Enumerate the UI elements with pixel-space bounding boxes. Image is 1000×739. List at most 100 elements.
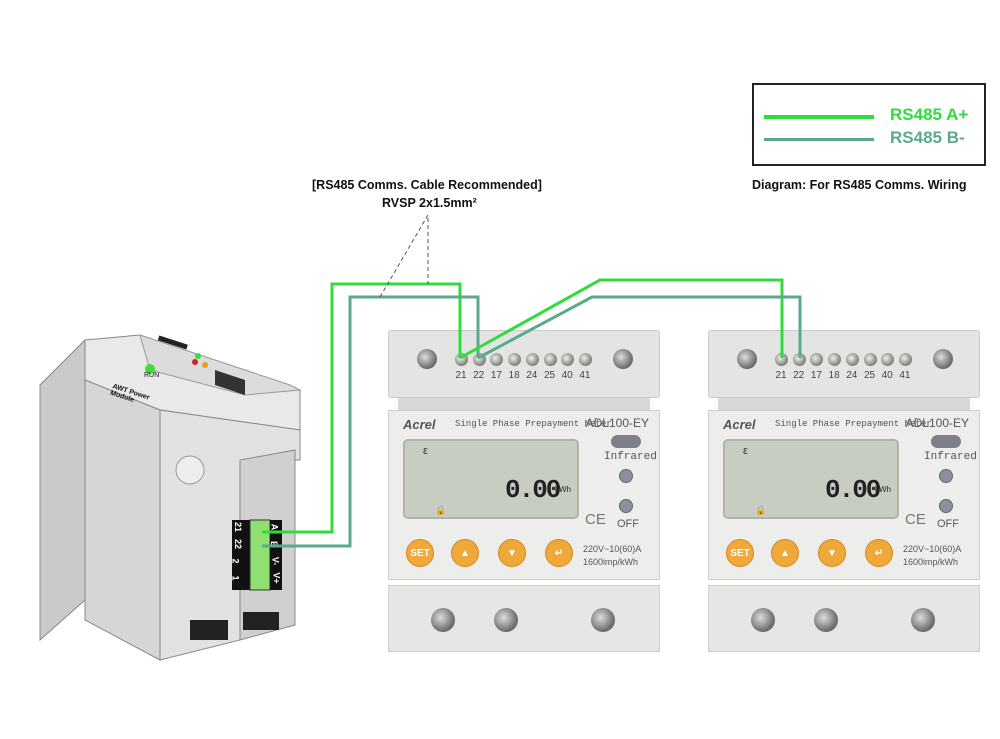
terminal-screw <box>775 353 788 366</box>
brand-logo: Acrel <box>723 417 756 432</box>
infrared-label: Infrared <box>604 451 657 463</box>
lcd-symbol: ε <box>423 445 428 457</box>
terminal-label: 25 <box>543 370 556 381</box>
lcd-unit: kWh <box>555 485 571 494</box>
module-terminal-label: A <box>269 523 280 531</box>
module-side <box>39 338 86 642</box>
pulse-led-icon <box>619 469 633 483</box>
lcd-display: ε 0.00 kWh 🔒 <box>403 439 579 519</box>
run-led <box>145 364 155 374</box>
terminal-screw <box>898 353 912 366</box>
legend-caption: Diagram: For RS485 Comms. Wiring <box>752 178 967 192</box>
module-terminal-label: E <box>269 540 280 548</box>
meter-rating: 220V~10(60)A 1600imp/kWh <box>903 543 961 569</box>
ce-mark: CE <box>585 511 606 528</box>
meter-model: ADL100-EY <box>905 416 969 430</box>
terminal-screw <box>845 353 859 366</box>
terminal-screw <box>863 353 877 366</box>
terminal-label: 18 <box>508 370 520 381</box>
down-button[interactable]: ▼ <box>498 539 526 567</box>
terminal-screw <box>525 353 539 366</box>
meter-front-panel: Acrel Single Phase Prepayment Meter ADL1… <box>388 410 660 580</box>
terminal-label: 22 <box>473 370 485 381</box>
terminal-screw <box>792 353 806 366</box>
meter-model: ADL100-EY <box>585 416 649 430</box>
enter-button[interactable]: ↵ <box>545 539 573 567</box>
screw-icon <box>751 608 775 632</box>
terminal-block: 21 22 17 18 24 25 40 41 <box>388 330 660 398</box>
lcd-value: 0.00 <box>825 475 881 505</box>
rating-text: 220V~10(60)A <box>583 544 642 554</box>
legend-b-label: RS485 B- <box>890 128 965 147</box>
legend-b-line <box>764 138 874 141</box>
down-button[interactable]: ▼ <box>818 539 846 567</box>
screw-icon <box>591 608 615 632</box>
terminal-screw <box>881 353 895 366</box>
screw-icon <box>933 349 953 369</box>
terminal-screw <box>828 353 842 366</box>
screw-icon <box>613 349 633 369</box>
meter-front-panel: Acrel Single Phase Prepayment Meter ADL1… <box>708 410 980 580</box>
terminal-label: 40 <box>561 370 573 381</box>
meter-description: Single Phase Prepayment Meter <box>455 419 612 429</box>
terminal-screw <box>508 353 522 366</box>
bottom-terminal-block <box>388 585 660 652</box>
terminal-screw <box>561 353 575 366</box>
terminal-screw <box>455 353 468 366</box>
lock-icon: 🔒 <box>435 505 447 515</box>
off-label: OFF <box>617 518 639 530</box>
terminal-screw <box>490 353 504 366</box>
terminal-label: 24 <box>846 370 858 381</box>
terminal-label: 17 <box>810 370 822 381</box>
module-terminal-label: V- <box>270 556 281 566</box>
lcd-unit: kWh <box>875 485 891 494</box>
terminal-label: 41 <box>899 370 911 381</box>
cable-note-line2: RVSP 2x1.5mm² <box>382 196 477 210</box>
legend-a-label: RS485 A+ <box>890 105 969 124</box>
terminal-label: 41 <box>579 370 591 381</box>
lcd-value: 0.00 <box>505 475 561 505</box>
module-terminal-label: 1 <box>230 575 241 581</box>
enter-button[interactable]: ↵ <box>865 539 893 567</box>
lcd-display: ε 0.00 kWh 🔒 <box>723 439 899 519</box>
terminal-screw <box>543 353 557 366</box>
status-led-icon <box>939 499 953 513</box>
cable-note-line1: [RS485 Comms. Cable Recommended] <box>312 178 542 192</box>
lock-icon: 🔒 <box>755 505 767 515</box>
terminal-label: 21 <box>775 370 787 381</box>
terminal-screw <box>472 353 486 366</box>
module-terminal-label: 21 <box>233 521 244 533</box>
terminal-label: 22 <box>793 370 805 381</box>
module-terminal-label: 22 <box>233 538 244 550</box>
module-terminal-label: V+ <box>271 572 282 584</box>
run-label: RUN <box>144 372 160 379</box>
lcd-symbol: ε <box>743 445 748 457</box>
legend-a-line <box>764 115 874 119</box>
legend: RS485 A+ RS485 B- <box>752 83 986 166</box>
terminal-label: 24 <box>526 370 538 381</box>
infrared-port-icon <box>931 435 961 448</box>
meter-constant: 1600imp/kWh <box>903 557 959 567</box>
off-label: OFF <box>937 518 959 530</box>
energy-meter: 21 22 17 18 24 25 40 41 Acrel Single Pha… <box>388 330 660 652</box>
callout-line <box>379 213 429 298</box>
screw-icon <box>431 608 455 632</box>
brand-logo: Acrel <box>403 417 436 432</box>
power-module <box>39 334 302 661</box>
energy-meter: 21 22 17 18 24 25 40 41 Acrel Single Pha… <box>708 330 980 652</box>
up-button[interactable]: ▲ <box>771 539 799 567</box>
terminal-label: 17 <box>490 370 502 381</box>
ce-mark: CE <box>905 511 926 528</box>
rating-text: 220V~10(60)A <box>903 544 962 554</box>
bottom-terminal-block <box>708 585 980 652</box>
set-button[interactable]: SET <box>406 539 434 567</box>
infrared-port-icon <box>611 435 641 448</box>
module-terminal-label: 2 <box>230 558 241 564</box>
terminal-label: 21 <box>455 370 467 381</box>
infrared-label: Infrared <box>924 451 977 463</box>
up-button[interactable]: ▲ <box>451 539 479 567</box>
set-button[interactable]: SET <box>726 539 754 567</box>
terminal-label: 25 <box>863 370 876 381</box>
